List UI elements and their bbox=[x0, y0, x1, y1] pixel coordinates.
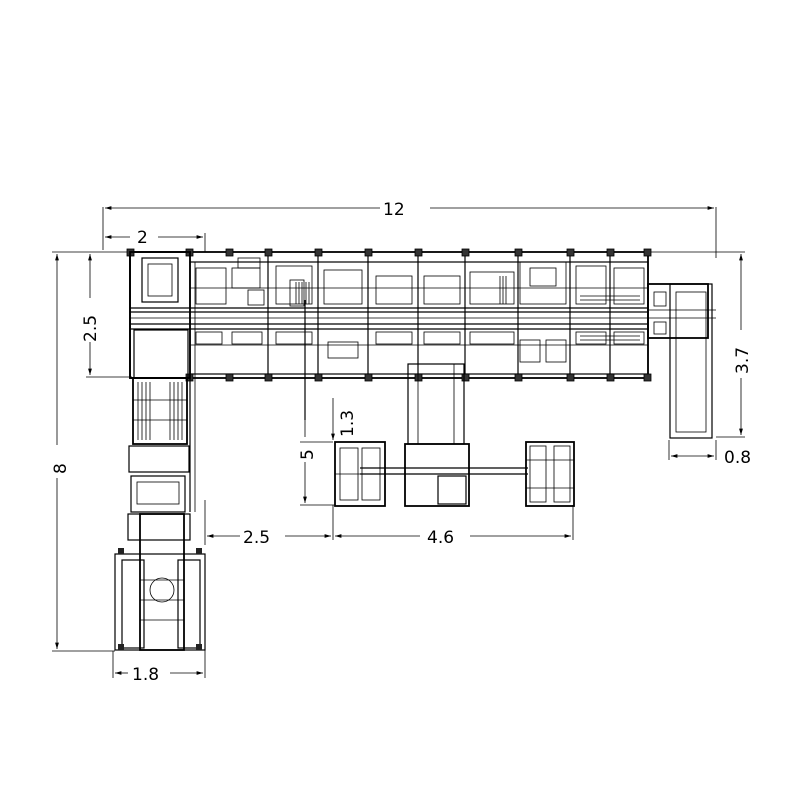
dim-island-offset: 1.3 bbox=[338, 410, 358, 437]
column-posts bbox=[126, 248, 652, 382]
dimension-labels: 12 2 2.5 3.7 0.8 8 1.3 5 2.5 4.6 1.8 bbox=[51, 200, 753, 685]
dim-overall-width: 12 bbox=[383, 200, 405, 220]
dim-aisle-gap: 2.5 bbox=[243, 528, 270, 548]
left-vertical-line bbox=[114, 251, 206, 651]
dim-head-depth: 2.5 bbox=[81, 315, 101, 342]
dim-island-width: 4.6 bbox=[427, 528, 454, 548]
dim-feeder-width: 1.8 bbox=[132, 665, 159, 685]
main-production-line bbox=[126, 248, 652, 420]
feeder-module bbox=[114, 513, 206, 651]
right-module bbox=[647, 283, 716, 439]
dim-head-width: 2 bbox=[137, 228, 148, 248]
dim-right-module-offset: 0.8 bbox=[724, 448, 751, 468]
dim-island-height: 5 bbox=[298, 449, 318, 460]
dimension-lines bbox=[52, 206, 745, 678]
center-island bbox=[334, 363, 575, 507]
dim-overall-height: 8 bbox=[51, 463, 71, 474]
dim-right-module-depth: 3.7 bbox=[733, 347, 753, 374]
